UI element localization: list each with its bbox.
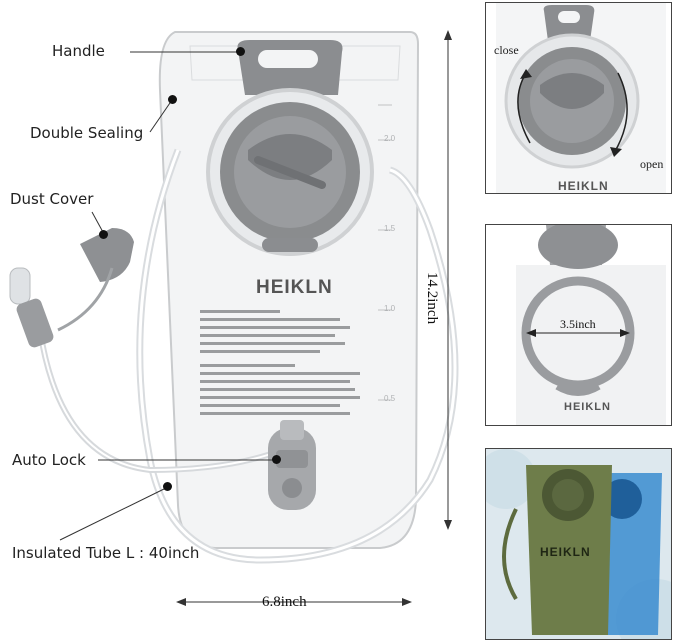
scale-mark: 1.0 [384,304,396,313]
handle-dot [236,47,245,56]
opening-detail-panel: 3.5inch HEIKLN [485,224,672,426]
close-label: close [494,43,519,57]
handle-label: Handle [52,42,105,60]
bite-valve [9,267,54,348]
height-dimension: 14.2inch [424,272,440,325]
scale-mark: 2.0 [384,134,396,143]
insulated-tube-dot [163,482,172,491]
double-sealing-dot [168,95,177,104]
scale-mark: 0.5 [384,394,396,403]
opening-dimension: 3.5inch [560,317,596,331]
opening-panel-brand: HEIKLN [564,401,611,413]
scale-mark: 1.5 [384,224,396,233]
auto-lock-dot [272,455,281,464]
double-sealing-label: Double Sealing [30,124,144,142]
dust-cover-dot [99,230,108,239]
dust-cover-label: Dust Cover [10,190,94,208]
dust-cover-shape [80,228,134,282]
auto-lock-label: Auto Lock [12,451,86,469]
cap-panel-brand: HEIKLN [558,179,609,193]
cap-detail-panel: close open HEIKLN [485,2,672,194]
photo-panel-brand: HEIKLN [540,545,591,559]
brand-logo: HEIKLN [256,277,333,298]
width-dimension: 6.8inch [262,594,307,610]
water-photo-panel: HEIKLN [485,448,672,640]
insulated-tube-label: Insulated Tube L : 40inch [12,544,200,562]
auto-lock-body [268,428,316,510]
open-label: open [640,157,664,171]
